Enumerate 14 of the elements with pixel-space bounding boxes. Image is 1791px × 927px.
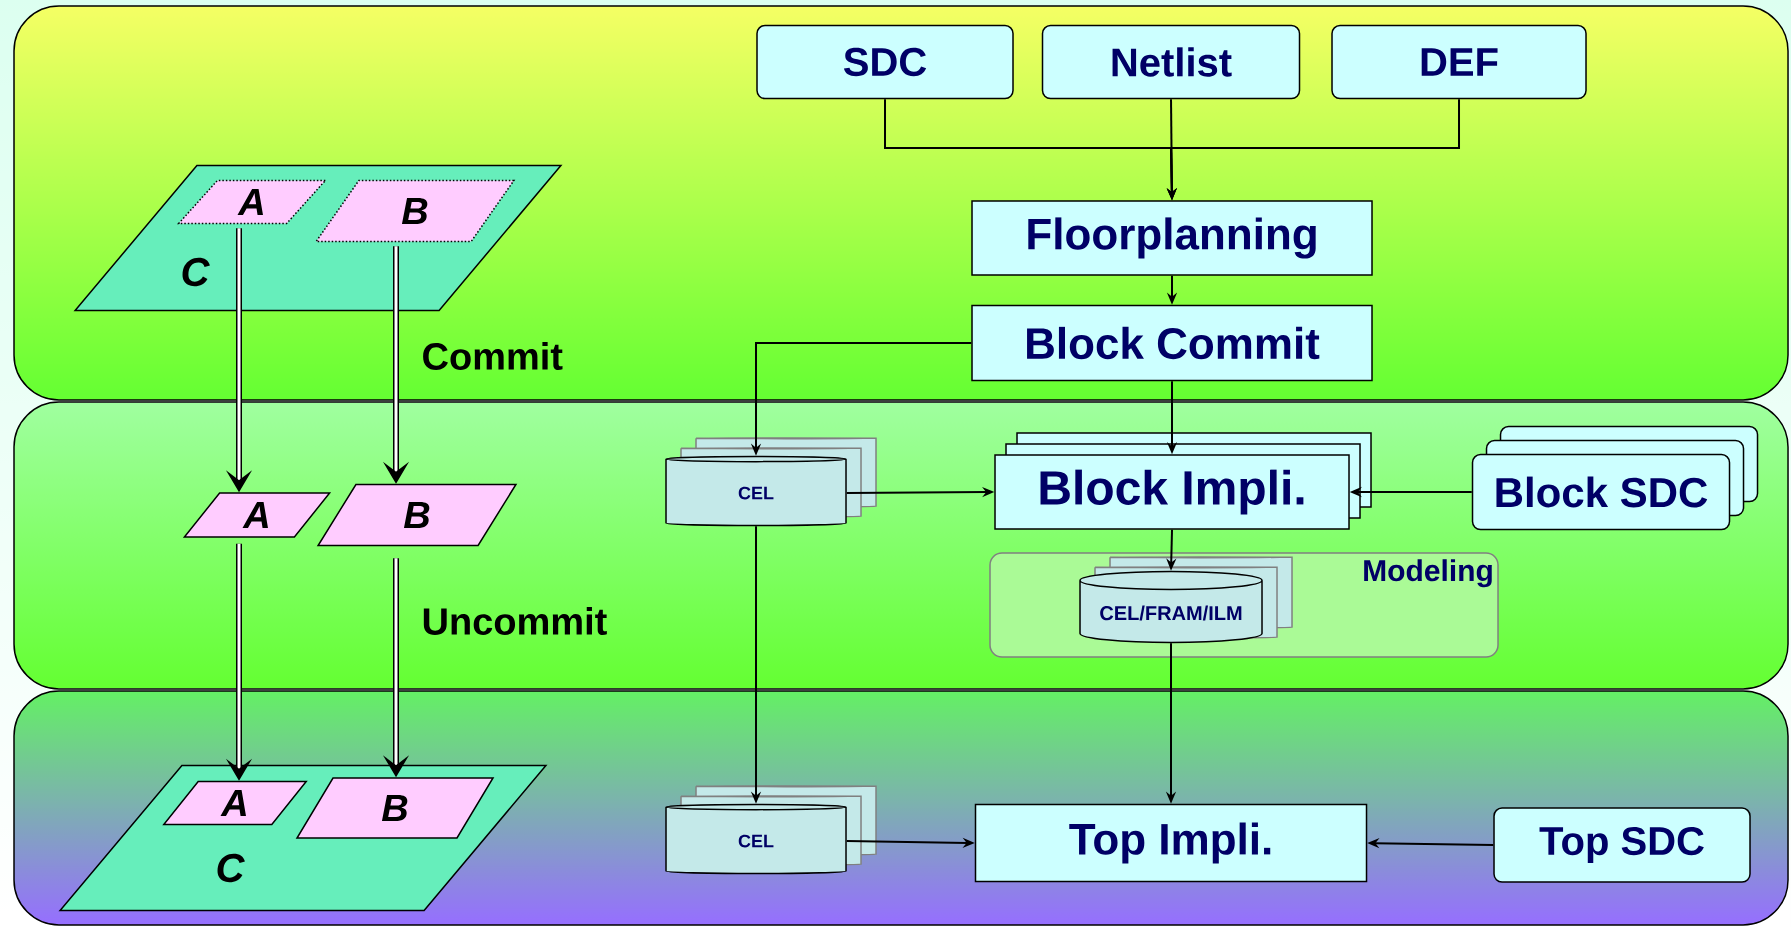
process-box: Floorplanning — [971, 200, 1373, 276]
process-box: Block Commit — [971, 304, 1373, 382]
input-box: SDC — [756, 24, 1014, 100]
step-label: Uncommit — [423, 607, 607, 635]
input-box: Top SDC — [1493, 807, 1751, 883]
input-box: Block SDC — [1471, 453, 1731, 531]
database-cylinder: CEL — [665, 803, 847, 875]
process-box: Block Impli. — [994, 454, 1350, 530]
process-box: Top Impli. — [974, 803, 1368, 883]
input-box: Netlist — [1041, 24, 1301, 100]
database-cylinder: CEL — [665, 455, 847, 527]
database-cylinder: CEL/FRAM/ILM — [1079, 570, 1263, 644]
step-label: Commit — [423, 342, 563, 370]
input-box: DEF — [1331, 24, 1587, 100]
